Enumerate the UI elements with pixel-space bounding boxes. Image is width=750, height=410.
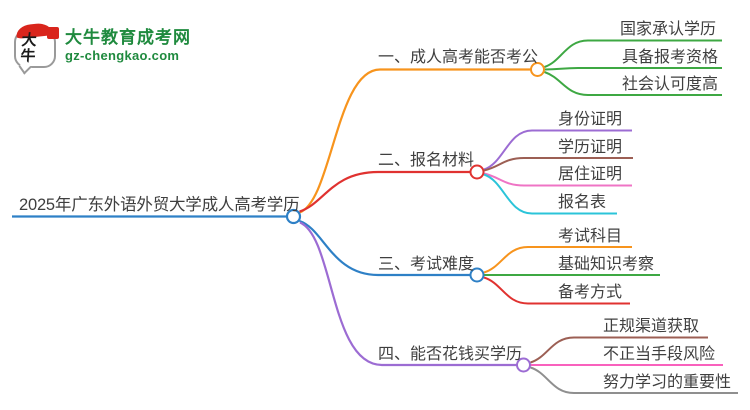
branch-2-node-circle <box>469 164 485 180</box>
site-domain: gz-chengkao.com <box>65 48 180 63</box>
branch-1-node-circle <box>530 62 545 77</box>
branch-2-child-3-label: 居住证明 <box>558 166 623 183</box>
branch-4-child-2-label: 不正当手段风险 <box>603 345 716 363</box>
branch-1-child-3-label: 社会认可度高 <box>622 75 719 93</box>
branch-2-label: 二、报名材料 <box>378 152 475 169</box>
branch-3-node-circle <box>469 267 485 283</box>
root-topic-label: 2025年广东外语外贸大学成人高考学历 <box>19 196 300 214</box>
site-name: 大牛教育成考网 <box>65 28 191 47</box>
branch-2-child-1-label: 身份证明 <box>558 111 623 128</box>
branch-3-child-1-line <box>483 246 632 274</box>
logo-red-seal-icon <box>47 27 59 39</box>
branch-4-child-3-line <box>530 366 738 394</box>
branch-4-label: 四、能否花钱买学历 <box>378 345 523 363</box>
branch-1-child-1-line <box>544 39 722 68</box>
branch-2-child-4-label: 报名表 <box>558 194 607 211</box>
branch-4-child-1-label: 正规渠道获取 <box>603 318 700 335</box>
branch-2-line <box>299 170 470 213</box>
branch-1-line <box>299 68 531 214</box>
branch-3-child-2-label: 基础知识考察 <box>558 255 655 273</box>
branch-2-child-1-line <box>483 129 632 171</box>
branch-2-child-2-line <box>483 157 633 172</box>
branch-4-child-3-label: 努力学习的重要性 <box>603 373 732 391</box>
branch-1-child-2-line <box>544 67 722 71</box>
branch-1-child-1-label: 国家承认学历 <box>620 21 717 38</box>
logo-speech-bubble-icon: 大牛 <box>14 22 59 75</box>
root-node-circle <box>285 208 302 225</box>
branch-4-child-1-line <box>530 336 708 364</box>
branch-4-line <box>299 221 517 367</box>
branch-2-child-4-line <box>483 173 617 215</box>
branch-3-line <box>299 219 470 277</box>
branch-2-child-3-line <box>483 172 632 187</box>
branch-4-node-circle <box>516 357 531 373</box>
branch-1-child-2-label: 具备报考资格 <box>622 48 719 66</box>
branch-3-child-3-line <box>483 276 630 305</box>
branch-3-child-3-label: 备考方式 <box>558 284 623 301</box>
branch-3-child-1-label: 考试科目 <box>558 227 623 245</box>
branch-1-label: 一、成人高考能否考公 <box>378 49 539 66</box>
branch-1-child-3-line <box>544 71 722 96</box>
branch-3-label: 三、考试难度 <box>378 255 475 273</box>
branch-2-child-2-label: 学历证明 <box>558 138 623 156</box>
site-logo: 大牛 大牛教育成考网 gz-chengkao.com <box>14 22 191 75</box>
